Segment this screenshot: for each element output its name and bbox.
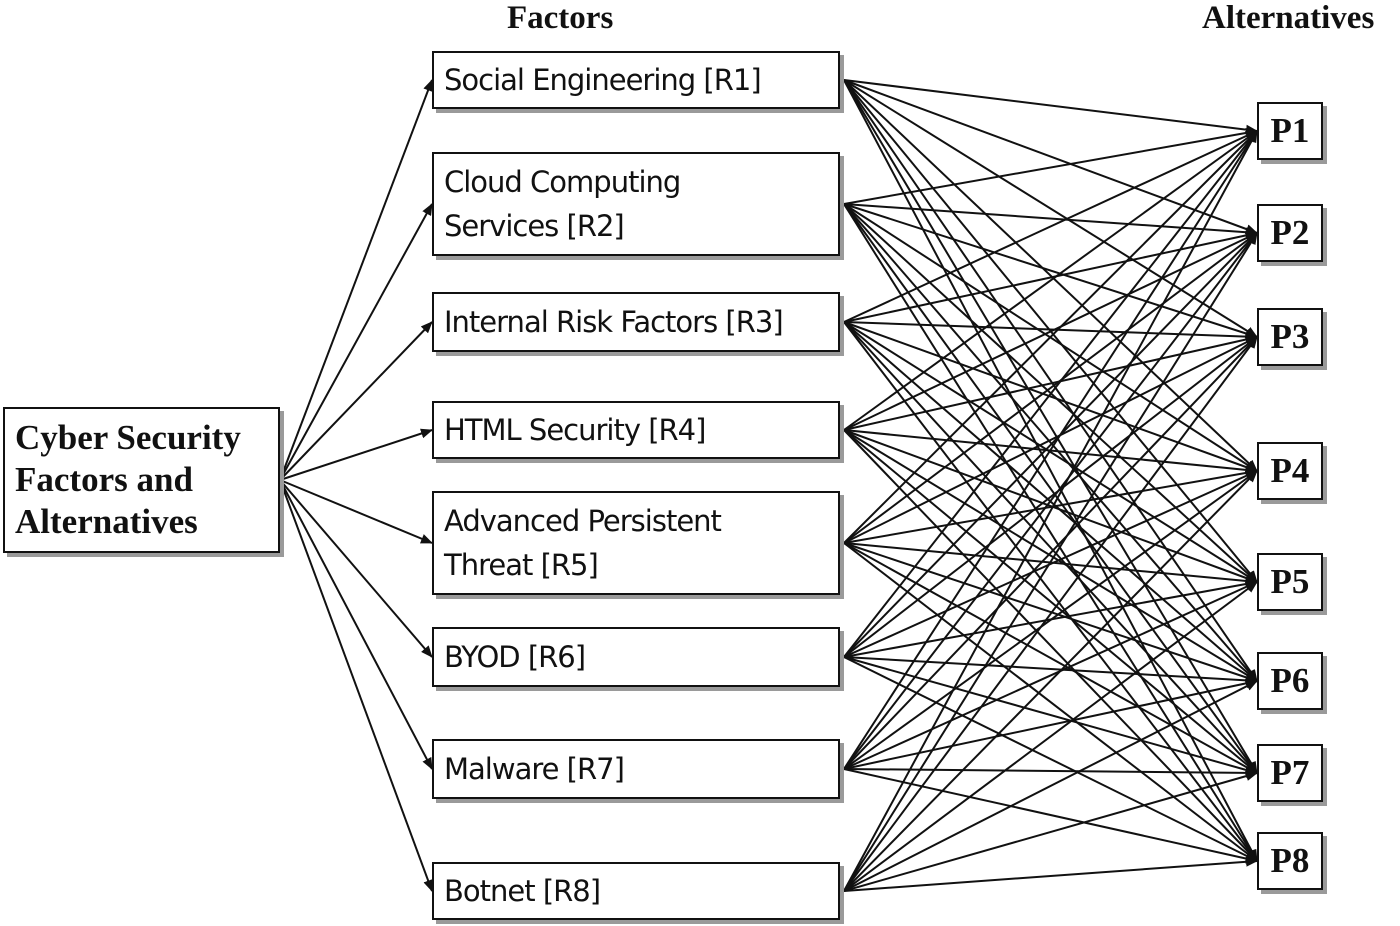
alternative-label: P2 [1270, 213, 1310, 252]
edge-r2-to-p6 [843, 203, 1258, 682]
edge-r3-to-p5 [843, 321, 1258, 583]
factor-node-r2: Cloud Computing Services [R2] [432, 152, 840, 256]
edge-r7-to-p4 [843, 470, 1258, 770]
edge-r6-to-p3 [843, 336, 1258, 658]
edge-root-to-r8 [279, 479, 433, 892]
edge-r5-to-p7 [843, 542, 1258, 774]
factor-node-r1: Social Engineering [R1] [432, 51, 840, 109]
edge-r3-to-p3 [843, 321, 1258, 342]
edge-r8-to-p2 [843, 232, 1258, 892]
edge-r8-to-p3 [843, 336, 1258, 892]
alternative-label: P6 [1270, 661, 1310, 700]
edge-r4-to-p3 [843, 334, 1258, 431]
edge-r6-to-p2 [843, 232, 1258, 658]
edge-root-to-r1 [279, 79, 433, 481]
edge-r3-to-p1 [843, 130, 1258, 323]
edge-r3-to-p2 [843, 230, 1258, 323]
factor-label: Internal Risk Factors [R3] [444, 305, 784, 339]
factors-heading: Factors [507, 0, 614, 36]
alternatives-heading: Alternatives [1202, 0, 1375, 36]
edge-r7-to-p2 [843, 232, 1258, 770]
edge-r8-to-p1 [843, 130, 1258, 892]
edge-r1-to-p4 [843, 79, 1258, 472]
edge-r8-to-p6 [843, 680, 1258, 892]
edge-r5-to-p6 [843, 542, 1258, 683]
edge-root-to-r7 [279, 479, 433, 770]
alternative-label: P3 [1270, 317, 1310, 356]
edge-r6-to-p8 [843, 656, 1258, 862]
edge-r7-to-p7 [843, 767, 1258, 778]
edge-root-to-r6 [279, 479, 433, 658]
edge-r8-to-p4 [843, 470, 1258, 892]
edge-r4-to-p1 [843, 130, 1258, 431]
edge-r7-to-p5 [843, 581, 1258, 770]
alternative-label: P5 [1270, 562, 1310, 601]
alternative-node-p2: P2 [1257, 204, 1323, 262]
alternative-node-p7: P7 [1257, 744, 1323, 802]
alternative-node-p5: P5 [1257, 553, 1323, 611]
edge-r1-to-p1 [843, 79, 1258, 135]
edge-r7-to-p3 [843, 336, 1258, 770]
root-label: Cyber Security Factors and Alternatives [15, 418, 241, 541]
edge-r1-to-p3 [843, 79, 1258, 338]
factor-label: Botnet [R8] [444, 874, 601, 908]
factor-label: Malware [R7] [444, 752, 625, 786]
edge-r1-to-p6 [843, 79, 1258, 682]
factor-node-r4: HTML Security [R4] [432, 401, 840, 459]
alternative-node-p3: P3 [1257, 308, 1323, 366]
edge-r7-to-p1 [843, 130, 1258, 770]
edge-r5-to-p4 [843, 467, 1258, 544]
edge-r3-to-p8 [843, 321, 1258, 862]
factor-label: HTML Security [R4] [444, 413, 706, 447]
edge-r6-to-p4 [843, 470, 1258, 658]
edge-root-to-r4 [279, 428, 433, 481]
factor-node-r8: Botnet [R8] [432, 862, 840, 920]
alternative-label: P8 [1270, 841, 1310, 880]
root-node: Cyber Security Factors and Alternatives [3, 407, 280, 553]
factor-label: Social Engineering [R1] [444, 63, 762, 97]
alternative-node-p8: P8 [1257, 832, 1323, 890]
alternative-label: P1 [1270, 111, 1310, 150]
factor-node-r7: Malware [R7] [432, 739, 840, 799]
edge-r2-to-p8 [843, 203, 1258, 862]
alternative-node-p4: P4 [1257, 442, 1323, 500]
edge-r8-to-p8 [843, 856, 1258, 892]
edge-r6-to-p1 [843, 130, 1258, 658]
edge-r8-to-p7 [843, 771, 1258, 892]
edge-r7-to-p8 [843, 768, 1258, 864]
edge-r4-to-p8 [843, 429, 1258, 862]
edge-root-to-r5 [279, 479, 433, 544]
edge-r8-to-p5 [843, 581, 1258, 892]
factor-label: Cloud Computing Services [R2] [444, 165, 681, 243]
factor-node-r3: Internal Risk Factors [R3] [432, 292, 840, 352]
edge-r1-to-p8 [843, 79, 1258, 862]
factor-label: Advanced Persistent Threat [R5] [444, 504, 722, 582]
edge-r3-to-p4 [843, 321, 1258, 472]
edge-r6-to-p7 [843, 656, 1258, 775]
alternative-label: P7 [1270, 753, 1310, 792]
edge-r2-to-p2 [843, 203, 1258, 238]
factor-node-r5: Advanced Persistent Threat [R5] [432, 491, 840, 595]
edge-r2-to-p3 [843, 203, 1258, 339]
edge-r1-to-p2 [843, 79, 1258, 234]
alternative-node-p6: P6 [1257, 652, 1323, 710]
edge-r7-to-p6 [843, 678, 1258, 770]
edge-r5-to-p1 [843, 130, 1258, 544]
edge-root-to-r3 [279, 321, 433, 481]
edge-r5-to-p8 [843, 542, 1258, 862]
edge-root-to-r2 [279, 203, 433, 481]
edge-r4-to-p2 [843, 232, 1258, 431]
factor-label: BYOD [R6] [444, 640, 586, 674]
alternative-label: P4 [1270, 451, 1310, 490]
edge-r2-to-p7 [843, 203, 1258, 774]
alternative-node-p1: P1 [1257, 102, 1323, 160]
edge-r2-to-p1 [843, 127, 1258, 205]
edge-r5-to-p2 [843, 232, 1258, 544]
edge-r5-to-p3 [843, 336, 1258, 544]
factor-node-r6: BYOD [R6] [432, 627, 840, 687]
edge-r4-to-p6 [843, 429, 1258, 682]
